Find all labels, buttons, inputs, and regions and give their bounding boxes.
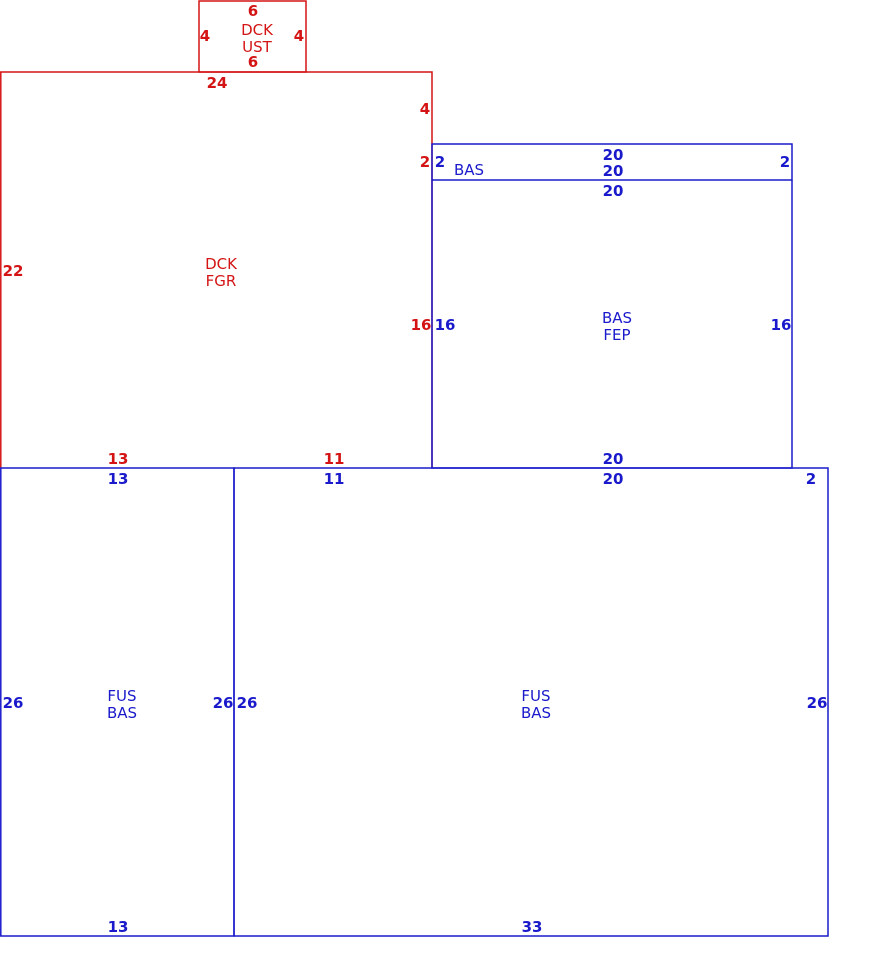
dck-ust-top-dim: 6 [248,2,258,20]
dck-ust-label-2: UST [242,38,273,56]
fus-bas-left-bottom-dim: 13 [108,918,129,936]
bas-strip-outline [431,143,793,181]
bas-fep-bottom-dim: 20 [603,450,624,468]
dck-ust-right-dim: 4 [294,27,304,45]
fus-bas-left-label-2: BAS [107,704,137,722]
bas-fep-right-dim: 16 [771,316,792,334]
dck-ust-label-1: DCK [241,21,274,39]
fus-bas-right-top-right-dim: 2 [806,470,816,488]
dck-fgr-label-1: DCK [205,255,238,273]
fus-bas-left-label-1: FUS [107,687,136,705]
fus-bas-left-right-dim: 26 [213,694,234,712]
bas-strip-top-dim: 20 [603,146,624,164]
fus-bas-right-right-dim: 26 [807,694,828,712]
bas-fep-left-dim: 16 [435,316,456,334]
dck-fgr-left-dim: 22 [3,262,24,280]
fus-bas-right-label-2: BAS [521,704,551,722]
fus-bas-right-outline [233,467,829,937]
fus-bas-right-label-1: FUS [521,687,550,705]
dck-fgr-top-dim: 24 [207,74,228,92]
dck-ust-left-dim: 4 [200,27,210,45]
fus-bas-right-left-dim: 26 [237,694,258,712]
dck-fgr-bottom-right-dim: 11 [324,450,345,468]
dck-fgr-bottom-left-dim: 13 [108,450,129,468]
bas-strip-left-dim: 2 [435,153,445,171]
fus-bas-left-left-dim: 26 [3,694,24,712]
bas-strip-bottom-dim: 20 [603,162,624,180]
fus-bas-right-top-left-dim: 11 [324,470,345,488]
bas-fep-label-2: FEP [603,326,630,344]
dck-fgr-top-right-dim: 4 [420,100,430,118]
bas-fep-top-dim: 20 [603,182,624,200]
dck-fgr-label-2: FGR [206,272,237,290]
bas-strip-label: BAS [454,161,484,179]
dck-fgr-right-dim: 16 [411,316,432,334]
bas-strip-right-dim: 2 [780,153,790,171]
dck-fgr-notch-dim: 2 [420,153,430,171]
fus-bas-left-top-dim: 13 [108,470,129,488]
fus-bas-right-top-mid-dim: 20 [603,470,624,488]
bas-fep-label-1: BAS [602,309,632,327]
dck-ust-bottom-dim: 6 [248,53,258,71]
fus-bas-right-bottom-dim: 33 [522,918,543,936]
